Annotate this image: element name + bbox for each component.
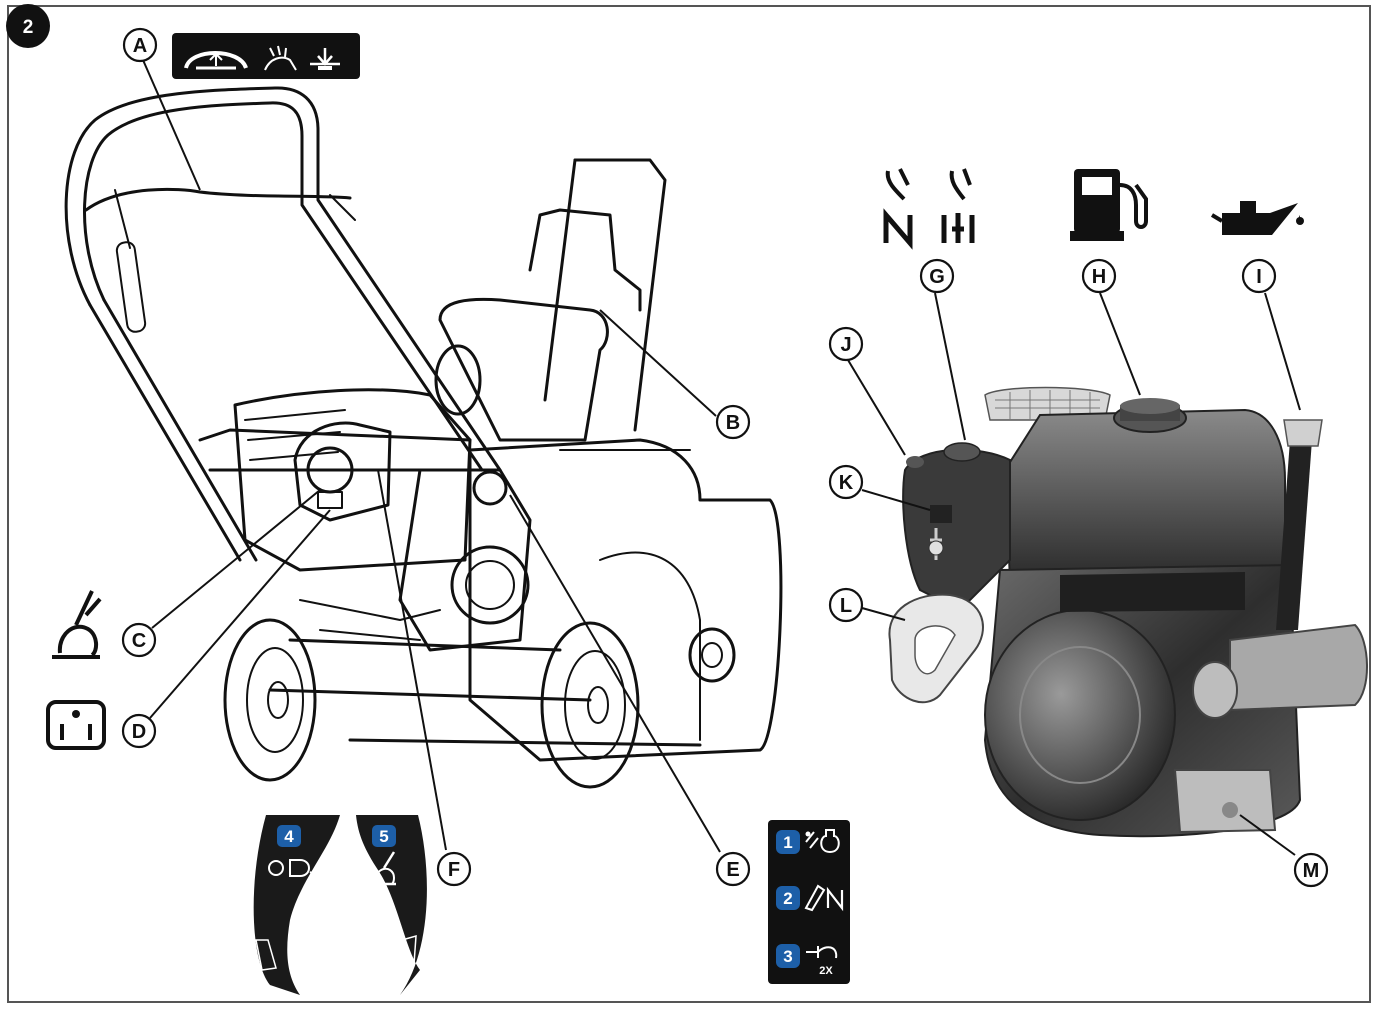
oil-dipstick xyxy=(1276,440,1312,630)
callout-g: G xyxy=(919,258,955,294)
callout-d: D xyxy=(121,713,157,749)
callout-a-label: A xyxy=(133,35,147,57)
step-3: 3 2X xyxy=(776,944,838,977)
handle-bail-icon xyxy=(184,51,248,70)
carburetor-cover xyxy=(902,448,1011,612)
callout-j-label: J xyxy=(840,334,851,356)
figure-frame xyxy=(7,5,1371,1003)
figure-number-badge: 2 xyxy=(6,4,50,48)
electric-outlet-icon xyxy=(46,700,106,750)
fuel-pump-icon xyxy=(1070,169,1148,241)
callout-i: I xyxy=(1241,258,1277,294)
callout-c-label: C xyxy=(132,630,146,652)
upper-handle xyxy=(64,86,502,472)
recoil-pull-icon xyxy=(372,851,396,886)
callout-d-label: D xyxy=(132,721,146,743)
step-1: 1 xyxy=(776,829,840,854)
callout-e-label: E xyxy=(726,859,739,881)
callout-leaders xyxy=(142,59,1301,856)
decal-5-number: 5 xyxy=(379,827,388,846)
choke-primer-icon xyxy=(805,829,840,854)
callout-h: H xyxy=(1081,258,1117,294)
throttle-run-icon xyxy=(804,884,844,912)
callout-m-label: M xyxy=(1303,860,1320,882)
callout-k-label: K xyxy=(839,472,854,494)
engine-render xyxy=(888,386,1368,838)
callout-e: E xyxy=(715,851,751,887)
step-1-number: 1 xyxy=(783,833,792,852)
side-decal-4: 4 xyxy=(253,815,340,995)
step-3-number: 3 xyxy=(783,947,792,966)
step-2-number: 2 xyxy=(783,889,792,908)
oil-can-icon xyxy=(1210,201,1304,235)
decal-4-number: 4 xyxy=(284,827,294,846)
electric-start-plug-icon xyxy=(268,859,316,891)
callout-f: F xyxy=(436,851,472,887)
callout-j: J xyxy=(828,326,864,362)
electric-starter xyxy=(1229,623,1368,712)
control-decal: 1 2 3 2X xyxy=(768,820,850,984)
callout-f-label: F xyxy=(448,859,460,881)
snow-throw-icon xyxy=(264,45,297,71)
control-housing xyxy=(293,421,392,522)
snowthrower-drawing xyxy=(64,86,783,789)
zone-control-bar xyxy=(84,187,352,212)
callout-l: L xyxy=(828,587,864,623)
recoil-pull-icon xyxy=(52,590,102,659)
discharge-chute xyxy=(438,297,609,442)
callout-a: A xyxy=(122,27,158,63)
callout-l-label: L xyxy=(840,595,852,617)
step-2: 2 xyxy=(776,884,844,912)
left-wheel xyxy=(223,618,317,782)
callout-b: B xyxy=(715,404,751,440)
callout-m: M xyxy=(1293,852,1329,888)
primer-press-icon xyxy=(806,946,838,959)
callout-k: K xyxy=(828,464,864,500)
auger-housing xyxy=(468,438,783,762)
handle-decal xyxy=(172,33,360,79)
fuel-tank xyxy=(1003,408,1286,582)
callout-i-label: I xyxy=(1256,266,1262,288)
figure-number: 2 xyxy=(23,17,34,38)
callout-h-label: H xyxy=(1092,266,1106,288)
right-wheel xyxy=(540,621,640,789)
chute-deflector-icon xyxy=(310,48,340,70)
callout-c: C xyxy=(121,622,157,658)
primer-count: 2X xyxy=(819,965,833,977)
callout-b-label: B xyxy=(726,412,740,434)
choke-throttle-icon xyxy=(883,168,975,250)
side-decal-5: 5 xyxy=(356,815,427,995)
callout-g-label: G xyxy=(929,266,945,288)
recoil-cover xyxy=(984,609,1176,821)
